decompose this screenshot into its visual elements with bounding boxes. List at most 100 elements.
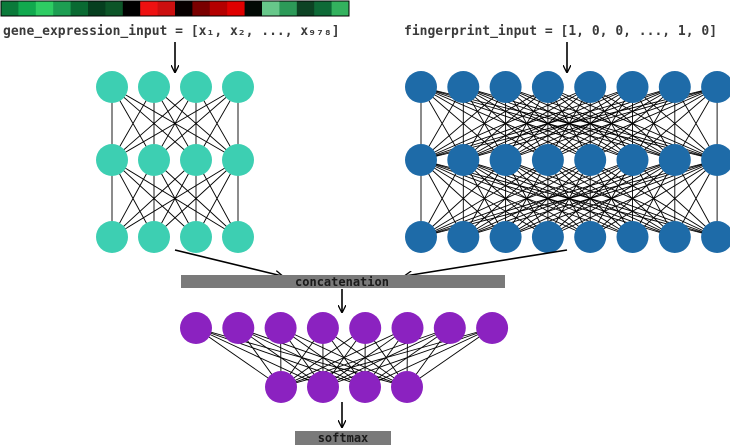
- merged-network-node: [391, 312, 424, 344]
- gene-network-node: [180, 71, 212, 103]
- fingerprint-network-edge: [547, 159, 718, 238]
- fingerprint-network-node: [447, 221, 480, 253]
- gene-network-node: [180, 221, 212, 253]
- merged-network-edge: [406, 327, 493, 388]
- fingerprint-network-node: [531, 71, 564, 103]
- heatmap-cell: [227, 1, 246, 16]
- fingerprint-network-node: [574, 144, 607, 176]
- heatmap-cell: [122, 1, 141, 16]
- gene-network-node: [180, 144, 212, 176]
- fingerprint-network-node: [616, 144, 649, 176]
- gene-network-node: [96, 144, 128, 176]
- heatmap-cell: [175, 1, 193, 16]
- merged-network-node: [306, 312, 339, 344]
- concatenation-label: concatenation: [295, 275, 389, 289]
- fingerprint-network-edge: [547, 86, 718, 161]
- fingerprint-network-edge: [420, 86, 591, 161]
- fingerprint-network-node: [531, 144, 564, 176]
- fingerprint-network-node: [405, 71, 437, 103]
- merged-network-node: [476, 312, 509, 344]
- heatmap-border: [0, 0, 350, 17]
- heatmap-cell: [105, 1, 124, 16]
- heatmap-cell: [296, 1, 315, 16]
- fingerprint-network-node: [574, 221, 607, 253]
- merged-network-node: [222, 312, 255, 344]
- fingerprint-network-edge: [420, 159, 506, 238]
- gene-network-node: [96, 221, 128, 253]
- fingerprint-network-edge: [632, 159, 718, 238]
- gene-expression-heatmap: [1, 1, 350, 16]
- heatmap-cell: [140, 1, 159, 16]
- heatmap-cell: [192, 1, 211, 16]
- gene-network-node: [222, 221, 254, 253]
- gene-network-edge: [111, 86, 239, 161]
- fingerprint-network-node: [701, 221, 730, 253]
- gene-network-node: [138, 144, 170, 176]
- concatenation-bar: [181, 275, 505, 288]
- merged-network-node: [265, 371, 297, 403]
- fingerprint-network-node: [489, 71, 522, 103]
- fingerprint-network-node: [574, 71, 607, 103]
- gene-network-edge: [153, 86, 239, 161]
- fingerprint-network-edge: [632, 86, 718, 161]
- heatmap-cell: [53, 1, 72, 16]
- fingerprint-network-node: [489, 221, 522, 253]
- heatmap-cell: [35, 1, 54, 16]
- merged-network-node: [180, 312, 212, 344]
- fingerprint-network-edge: [420, 86, 549, 161]
- fingerprint-network-edge: [589, 159, 718, 238]
- merged-network-node: [307, 371, 339, 403]
- gene-network-node: [222, 71, 254, 103]
- fingerprint-network-node: [447, 71, 480, 103]
- gene-to-concat-arrow: [174, 249, 282, 276]
- gene-network-edge: [111, 159, 197, 238]
- fingerprint-network-edge: [420, 86, 506, 161]
- heatmap-cell: [18, 1, 37, 16]
- gene-expression-input-label: gene_expression_input = [x₁, x₂, ..., x₉…: [3, 24, 340, 39]
- fingerprint-network-edge: [420, 159, 591, 238]
- gene-network-node: [138, 71, 170, 103]
- merged-network-node: [264, 312, 297, 344]
- heatmap-cell: [314, 1, 333, 16]
- merged-network-edge: [280, 327, 366, 388]
- gene-network-node: [96, 71, 128, 103]
- heatmap-cell: [209, 1, 228, 16]
- fingerprint-network-node: [658, 71, 691, 103]
- fingerprint-network-node: [405, 144, 437, 176]
- merged-network-node: [391, 371, 423, 403]
- softmax-bar: [295, 431, 391, 445]
- fingerprint-network-edge: [420, 159, 549, 238]
- fingerprint-network-node: [658, 221, 691, 253]
- gene-network-node: [138, 221, 170, 253]
- heatmap-cell: [88, 1, 106, 16]
- fingerprint-network-node: [616, 71, 649, 103]
- merged-network-node: [433, 312, 466, 344]
- heatmap-cell: [1, 1, 19, 16]
- merged-network-edge: [322, 327, 493, 388]
- fingerprint-network-node: [701, 71, 730, 103]
- merged-network-edge: [364, 327, 493, 388]
- merged-network-node: [349, 371, 381, 403]
- fingerprint-network-node: [616, 221, 649, 253]
- heatmap-cell: [157, 1, 176, 16]
- heatmap-cell: [70, 1, 89, 16]
- heatmap-cell: [331, 1, 350, 16]
- merged-network-node: [349, 312, 382, 344]
- merged-network-edge: [280, 327, 450, 388]
- fingerprint-input-label: fingerprint_input = [1, 0, 0, ..., 1, 0]: [404, 24, 717, 39]
- gene-network-edge: [153, 159, 239, 238]
- fingerprint-network-node: [447, 144, 480, 176]
- fingerprint-to-concat-arrow: [405, 249, 568, 276]
- gene-network-node: [222, 144, 254, 176]
- merged-network-edge: [195, 327, 282, 388]
- heatmap-cell: [279, 1, 298, 16]
- fingerprint-network-node: [658, 144, 691, 176]
- gene-network-edge: [111, 159, 239, 238]
- merged-network-edge: [280, 327, 408, 388]
- heatmap-cell: [262, 1, 280, 16]
- fingerprint-network-node: [701, 144, 730, 176]
- heatmap-cell: [244, 1, 263, 16]
- network-nodes: [96, 71, 730, 403]
- softmax-label: softmax: [318, 431, 369, 445]
